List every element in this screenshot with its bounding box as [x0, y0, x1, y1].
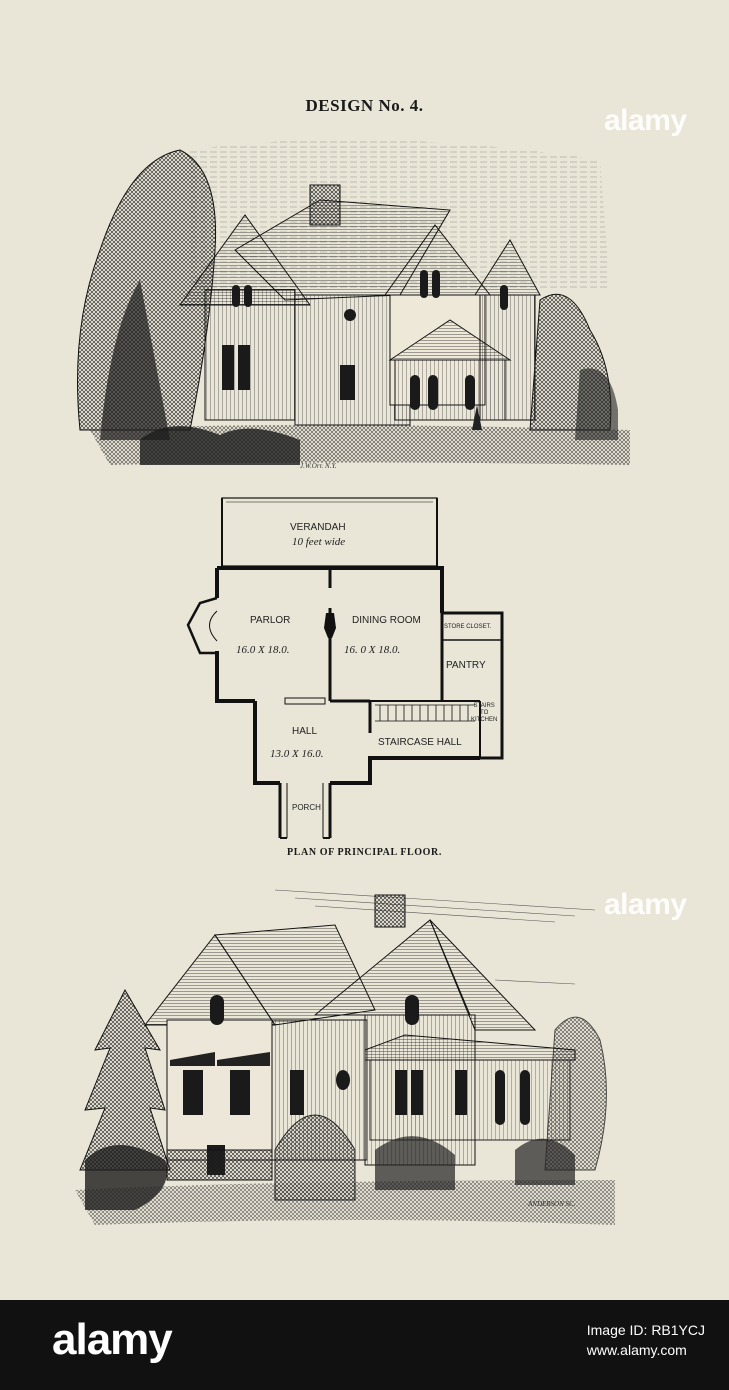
floor-plan	[186, 497, 504, 839]
alamy-watermark-bottom: alamy	[604, 888, 687, 921]
hall-label: HALL	[292, 726, 318, 737]
pantry-label: PANTRY	[446, 660, 486, 671]
bottom-house-engraving	[75, 889, 615, 1225]
stock-footer-bar	[0, 1300, 729, 1390]
parlor-dims: 16.0 X 18.0.	[236, 644, 290, 656]
image-id-block: Image ID: RB1YCJ www.alamy.com	[587, 1320, 705, 1360]
page-title: DESIGN No. 4.	[305, 96, 424, 115]
image-id: Image ID: RB1YCJ	[586, 1322, 705, 1338]
verandah-label: VERANDAH	[290, 522, 346, 533]
bottom-engraving-credit: ANDERSON SC.	[528, 1200, 576, 1208]
top-house-engraving	[77, 139, 630, 465]
top-engraving-credit: J.W.Orr. N.Y.	[300, 462, 337, 470]
hall-dims: 13.0 X 16.0.	[270, 748, 324, 760]
staircase-hall-label: STAIRCASE HALL	[378, 737, 462, 748]
alamy-url: www.alamy.com	[586, 1342, 687, 1358]
verandah-note: 10 feet wide	[292, 536, 346, 548]
dining-room-dims: 16. 0 X 18.0.	[344, 644, 401, 656]
plan-caption: PLAN OF PRINCIPAL FLOOR.	[287, 847, 442, 858]
dining-room-label: DINING ROOM	[352, 615, 421, 626]
alamy-watermark-top: alamy	[604, 104, 687, 137]
parlor-label: PARLOR	[250, 615, 291, 626]
porch-label: PORCH	[292, 803, 321, 812]
store-closet-label: STORE CLOSET.	[444, 624, 492, 630]
alamy-logo: alamy	[52, 1315, 173, 1364]
